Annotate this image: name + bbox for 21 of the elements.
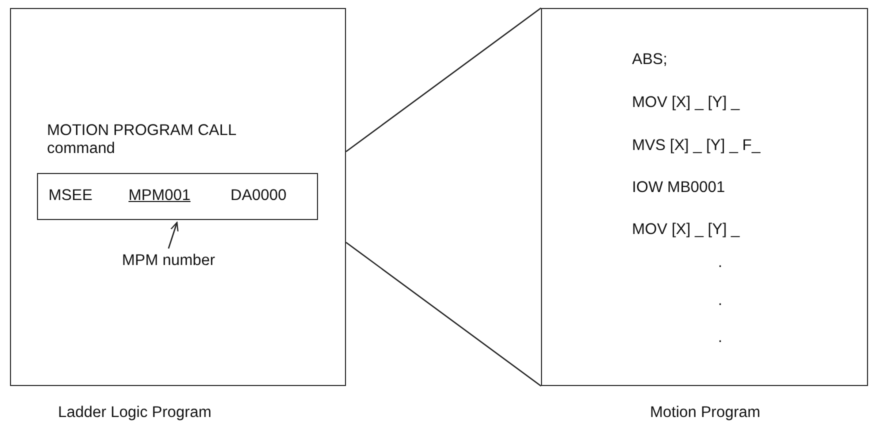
ellipsis-dot: . bbox=[718, 254, 722, 272]
code-line: MOV [X] _ [Y] _ bbox=[632, 221, 740, 239]
connector-line bbox=[346, 7, 542, 152]
heading-text: MOTION PROGRAM CALL command bbox=[47, 122, 237, 158]
ellipsis-dot: . bbox=[718, 329, 722, 347]
panel-caption: Motion Program bbox=[650, 404, 760, 422]
command-box bbox=[36, 172, 318, 220]
code-line: MVS [X] _ [Y] _ F_ bbox=[632, 137, 760, 155]
instruction-text: DA0000 bbox=[230, 186, 287, 204]
program-panel bbox=[541, 8, 868, 386]
arrow bbox=[168, 222, 178, 249]
code-line: ABS; bbox=[632, 51, 668, 69]
panel-caption: Ladder Logic Program bbox=[58, 404, 212, 422]
instruction-text: MSEE bbox=[48, 186, 92, 204]
code-line: IOW MB0001 bbox=[632, 179, 726, 197]
ellipsis-dot: . bbox=[718, 292, 722, 310]
program-panel bbox=[10, 8, 346, 386]
instruction-text: MPM001 bbox=[128, 186, 191, 204]
annotation-label: MPM number bbox=[104, 250, 234, 272]
code-line: MOV [X] _ [Y] _ bbox=[632, 94, 740, 112]
connector-line bbox=[346, 242, 542, 387]
